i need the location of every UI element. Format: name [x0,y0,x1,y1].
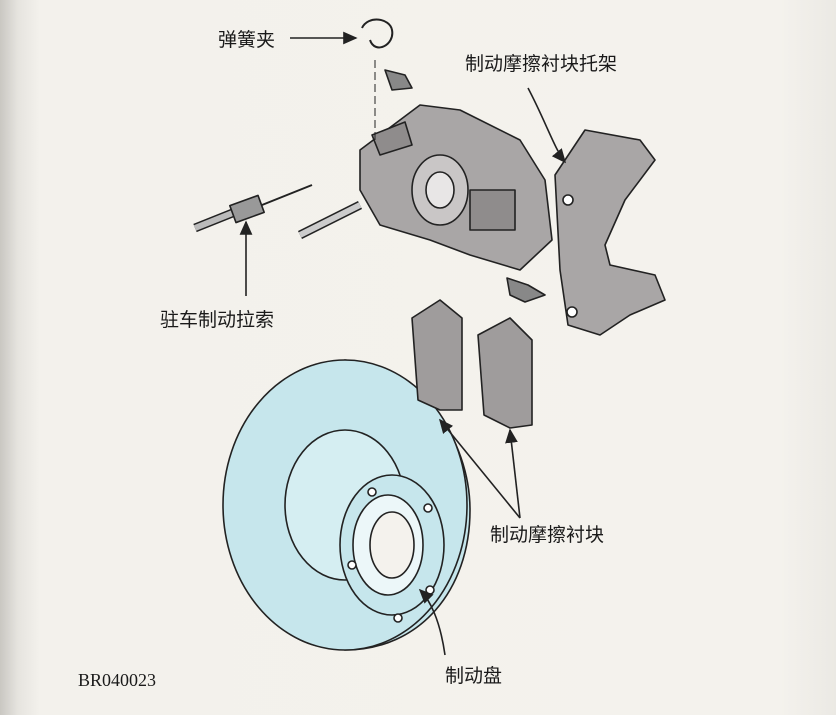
label-spring-clip: 弹簧夹 [218,29,275,51]
label-brake-pads: 制动摩擦衬块 [490,524,604,546]
figure-code: BR040023 [78,670,156,690]
leader-lines [239,31,567,656]
label-parking-cable: 驻车制动拉索 [160,309,274,331]
brake-caliper [359,104,553,271]
brake-disc [222,359,471,651]
brake-pads [411,299,533,429]
label-pad-bracket: 制动摩擦衬块托架 [465,53,617,75]
label-brake-disc: 制动盘 [445,665,502,687]
spring-clip-part [361,18,394,49]
bolts [384,69,546,303]
parking-cable [193,184,363,240]
pad-bracket [554,129,666,336]
